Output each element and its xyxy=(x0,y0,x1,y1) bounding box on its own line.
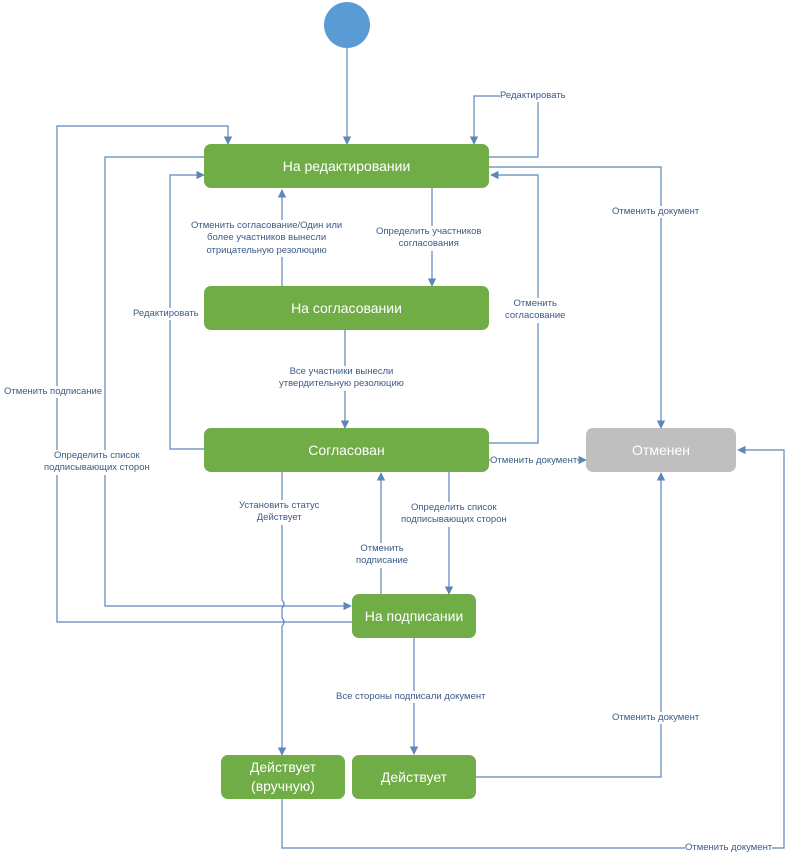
label-edit-left: Редактировать xyxy=(133,308,199,321)
label-cancel-doc-low: Отменить документ xyxy=(612,712,700,725)
state-editing-label: На редактировании xyxy=(282,157,411,174)
label-cancel-doc-bottom: Отменить документ xyxy=(685,842,773,855)
label-cancel-signing-mid: Отменить подписание xyxy=(356,543,409,568)
arrow-editing-to-cancelled xyxy=(489,166,666,429)
label-cancel-doc-mid: Отменить документ xyxy=(490,455,578,468)
state-signing-label: На подписании xyxy=(364,607,464,624)
state-active-manual[interactable]: Действует (вручную) xyxy=(221,755,345,799)
arrow-signing-to-editing-outer xyxy=(56,125,352,623)
state-approval-label: На согласовании xyxy=(291,299,402,316)
label-cancel-doc-top: Отменить документ xyxy=(612,206,700,219)
state-approved-label: Согласован xyxy=(308,441,385,458)
arrow-active-to-cancelled xyxy=(476,472,666,778)
state-active-manual-label: Действует (вручную) xyxy=(249,759,317,794)
label-define-signers-left: Определить список подписывающих сторон xyxy=(44,450,150,475)
label-cancel-signing-left: Отменить подписание xyxy=(4,386,103,399)
arrow-approved-to-active-manual xyxy=(277,472,287,756)
arrow-editing-to-signing xyxy=(104,156,352,611)
state-editing[interactable]: На редактировании xyxy=(204,144,489,188)
state-active[interactable]: Действует xyxy=(352,755,476,799)
label-cancel-approval-negative: Отменить согласование/Один или более уча… xyxy=(191,220,343,258)
label-cancel-approval-right: Отменить согласование xyxy=(505,298,566,323)
initial-state-node xyxy=(324,2,370,48)
state-signing[interactable]: На подписании xyxy=(352,594,476,638)
arrow-active-manual-to-cancelled xyxy=(281,445,785,849)
state-cancelled[interactable]: Отменен xyxy=(586,428,736,472)
label-all-signed: Все стороны подписали документ xyxy=(336,691,486,704)
label-set-active: Установить статус Действует xyxy=(239,500,320,525)
label-edit-self: Редактировать xyxy=(500,90,566,103)
label-all-positive: Все участники вынесли утвердительную рез… xyxy=(279,366,404,391)
label-define-participants: Определить участников согласования xyxy=(376,226,482,251)
state-approved[interactable]: Согласован xyxy=(204,428,489,472)
state-cancelled-label: Отменен xyxy=(632,441,690,458)
state-active-label: Действует xyxy=(380,768,448,785)
state-approval[interactable]: На согласовании xyxy=(204,286,489,330)
label-define-signers-mid: Определить список подписывающих сторон xyxy=(401,502,507,527)
